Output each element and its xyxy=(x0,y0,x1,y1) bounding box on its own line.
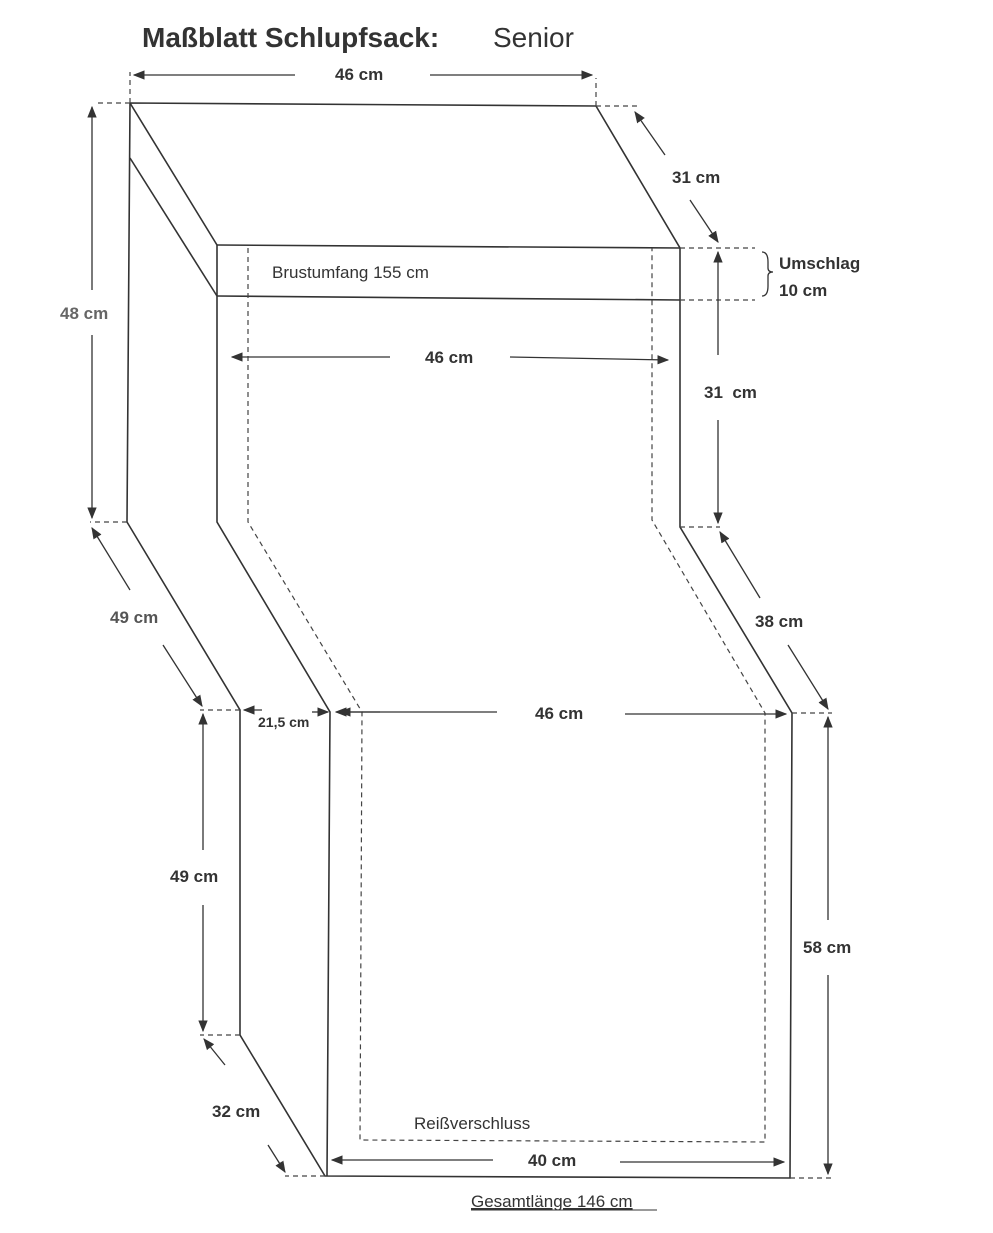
dim-left-height: 48 cm xyxy=(60,304,108,323)
dim-top-width: 46 cm xyxy=(335,65,383,84)
dim-bottom-diagonal: 32 cm xyxy=(212,1102,260,1121)
total-length: Gesamtlänge 146 cm xyxy=(471,1192,633,1211)
dim-top-diagonal: 31 cm xyxy=(672,168,720,187)
dim-lower-width: 46 cm xyxy=(535,704,583,723)
dim-left-diagonal: 49 cm xyxy=(110,608,158,627)
page-title: Maßblatt Schlupfsack: xyxy=(142,22,439,53)
dim-right-lower-height: 58 cm xyxy=(803,938,851,957)
brustumfang-label: Brustumfang 155 cm xyxy=(272,263,429,282)
dim-lower-left-height: 49 cm xyxy=(170,867,218,886)
page-subtitle: Senior xyxy=(493,22,574,53)
umschlag-label: Umschlag xyxy=(779,254,860,273)
dim-right-diagonal: 38 cm xyxy=(755,612,803,631)
pattern-outline xyxy=(126,102,793,1179)
umschlag-size: 10 cm xyxy=(779,281,827,300)
dim-bottom-width: 40 cm xyxy=(528,1151,576,1170)
dimension-arrows xyxy=(87,70,833,1176)
zipper-label: Reißverschluss xyxy=(414,1114,530,1133)
dim-mid-width: 46 cm xyxy=(425,348,473,367)
dim-inner-gap: 21,5 cm xyxy=(258,714,309,730)
seam-lines xyxy=(90,72,832,1179)
dim-right-height: 31 cm xyxy=(704,383,757,402)
